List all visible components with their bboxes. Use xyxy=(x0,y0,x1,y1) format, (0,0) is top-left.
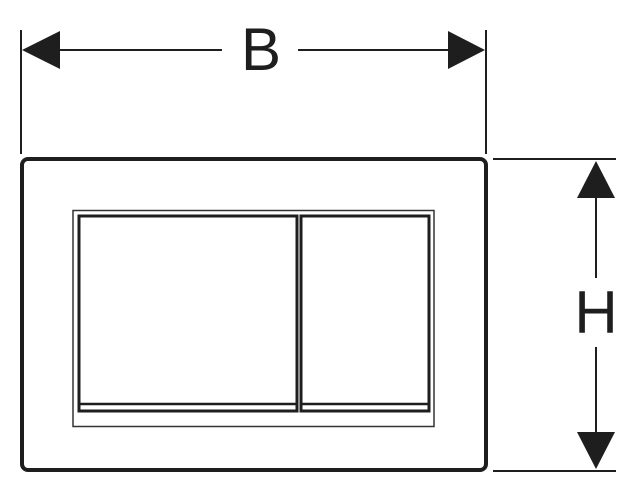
arrow-up-icon xyxy=(577,161,615,198)
width-label-b: B xyxy=(241,16,281,83)
outer-plate xyxy=(20,157,488,472)
arrow-left-icon xyxy=(22,31,60,69)
width-dimension xyxy=(20,30,487,154)
height-dimension xyxy=(493,158,616,472)
large-flush-button xyxy=(77,214,299,413)
inner-button-frame xyxy=(72,209,435,428)
arrow-right-icon xyxy=(448,31,485,69)
arrow-down-icon xyxy=(577,432,615,469)
height-label-h: H xyxy=(574,279,617,346)
small-flush-button xyxy=(299,214,431,413)
